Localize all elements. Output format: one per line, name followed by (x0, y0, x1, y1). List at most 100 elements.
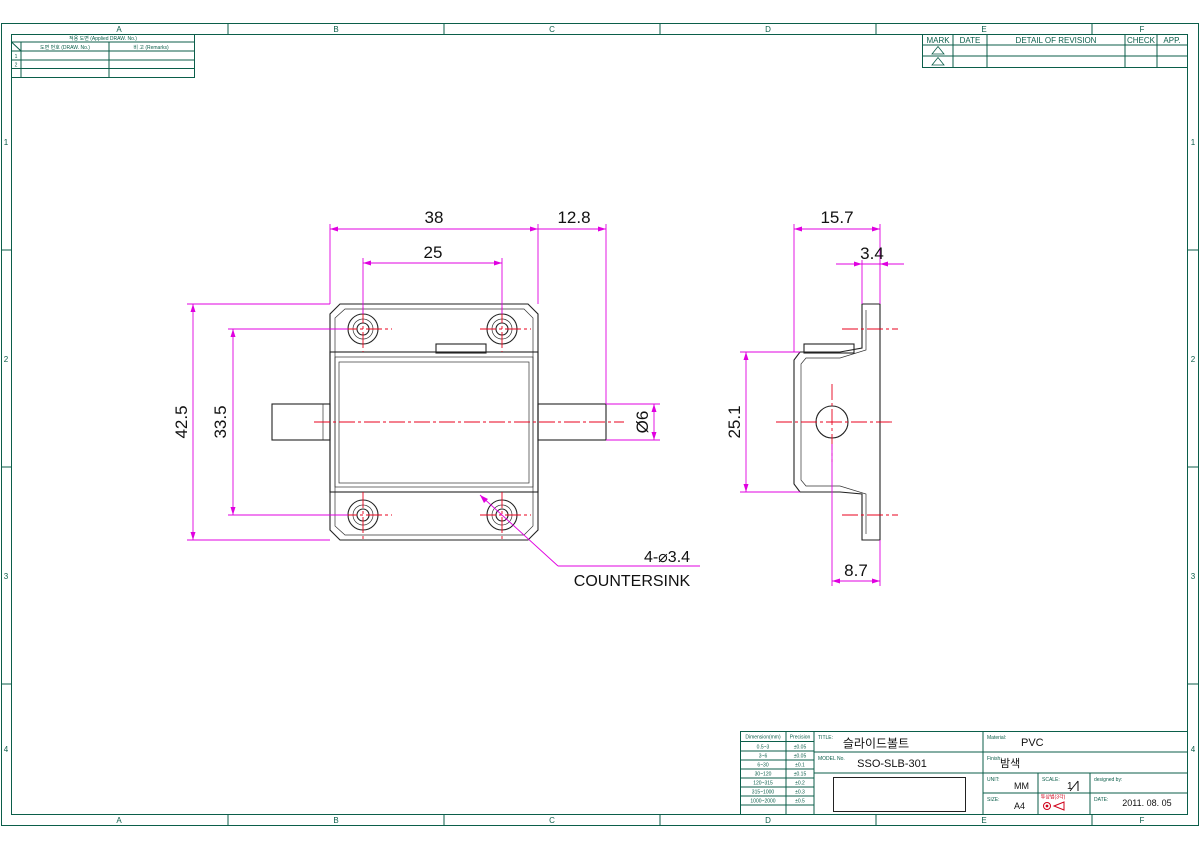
revision-triangle-icon (931, 56, 945, 66)
applied-table-row-number: 1 (15, 54, 18, 60)
tolerance-value: ±0.15 (794, 772, 807, 778)
zone-label: 1 (1191, 138, 1196, 147)
revision-header-detail: DETAIL OF REVISION (1016, 36, 1097, 45)
drawing-title: 슬라이드볼트 (843, 737, 909, 751)
countersink-callout: 4-⌀3.4 COUNTERSINK (479, 494, 700, 590)
housing-face (338, 361, 530, 484)
zone-label: 1 (4, 138, 9, 147)
dim-width-outer: 38 (425, 208, 444, 227)
applied-table-col-remarks: 비 고 (Remarks) (133, 44, 169, 51)
tolerance-value: ±0.05 (794, 745, 807, 751)
zone-label: E (981, 25, 986, 34)
scale-value: 1 (1067, 781, 1073, 792)
designed-by-label: designed by: (1094, 777, 1122, 783)
tolerance-header-dimension: Dimension(mm) (745, 735, 781, 741)
applied-table-row-number: 2 (15, 63, 18, 69)
dim-hole-pitch-x: 25 (424, 243, 443, 262)
zone-label: 4 (4, 745, 9, 754)
side-centerlines (776, 328, 898, 516)
dim-bolt-dia: Ø6 (633, 411, 652, 434)
tolerance-range: 30~120 (755, 772, 772, 778)
zone-label: A (116, 25, 122, 34)
tolerance-range: 1000~2000 (750, 799, 775, 805)
tolerance-range: 6~30 (757, 763, 768, 769)
dim-flange-to-hole: 8.7 (844, 561, 868, 580)
zone-label: 2 (1191, 355, 1196, 364)
model-label: MODEL No. (818, 756, 845, 762)
zone-labels-bottom: A B C D E F (116, 816, 1144, 825)
unit-value: MM (1014, 781, 1029, 791)
front-centerlines (314, 307, 624, 542)
tolerance-range: 3~6 (759, 754, 768, 760)
tolerance-value: ±0.05 (794, 754, 807, 760)
zone-label: F (1140, 816, 1145, 825)
revision-triangle-icon (931, 45, 945, 55)
zone-label: D (765, 25, 771, 34)
applied-table-col-drawing: 도면 번호 (DRAW. No.) (40, 44, 90, 51)
zone-label: B (333, 25, 338, 34)
revision-header-app: APP. (1163, 36, 1180, 45)
logo-box (833, 777, 966, 812)
dim-side-height: 25.1 (725, 405, 744, 438)
callout-countersink: COUNTERSINK (574, 573, 691, 590)
zone-label: B (333, 816, 338, 825)
tolerance-range: 315~1000 (752, 790, 775, 796)
callout-holes: 4-⌀3.4 (644, 549, 690, 566)
applied-table-title: 적용 도면 (Applied DRAW. No.) (69, 35, 137, 42)
drawing-frame (1, 23, 1199, 826)
zone-label: 3 (4, 572, 9, 581)
model-number: SSO-SLB-301 (857, 758, 927, 770)
finish-label: Finish: (987, 756, 1002, 762)
tolerance-value: ±0.1 (795, 763, 805, 769)
bolt-rod (537, 403, 607, 441)
front-dimensions: 38 12.8 25 42.5 33.5 Ø6 (172, 208, 660, 541)
dim-hole-pitch-y: 33.5 (211, 405, 230, 438)
tolerance-value: ±0.3 (795, 790, 805, 796)
date-value: 2011. 08. 05 (1122, 798, 1171, 808)
zone-label: F (1140, 25, 1145, 34)
zone-label: D (765, 816, 771, 825)
side-knob (803, 343, 855, 354)
title-label: TITLE: (818, 735, 833, 741)
side-dimensions: 15.7 3.4 25.1 8.7 (725, 208, 904, 586)
bolt-knob (435, 343, 487, 354)
applied-drawing-table: 적용 도면 (Applied DRAW. No.) 도면 번호 (DRAW. N… (11, 34, 195, 78)
zone-label: A (116, 816, 122, 825)
third-angle-projection-icon (1043, 801, 1065, 811)
tolerance-table: Dimension(mm) Precision 0.5~3 ±0.05 3~6 … (740, 731, 815, 815)
material-label: Material: (987, 735, 1006, 741)
finish-value: 밤색 (1000, 757, 1020, 770)
tolerance-value: ±0.2 (795, 781, 805, 787)
revision-header-mark: MARK (926, 36, 950, 45)
zone-label: 2 (4, 355, 9, 364)
tolerance-range: 120~315 (753, 781, 773, 787)
zone-label: E (981, 816, 986, 825)
size-label: SIZE: (987, 797, 1000, 803)
zone-label: 4 (1191, 745, 1196, 754)
front-view (271, 303, 624, 542)
tolerance-header-precision: Precision (790, 735, 811, 741)
dim-height-outer: 42.5 (172, 405, 191, 438)
scale-slash (1069, 780, 1079, 792)
revision-header-check: CHECK (1127, 36, 1156, 45)
size-value: A4 (1014, 801, 1025, 811)
zone-labels-left: 1 2 3 4 (4, 138, 9, 754)
zone-label: C (549, 25, 555, 34)
unit-label: UNIT: (987, 777, 1000, 783)
projection-label: 투상법(3각) (1041, 794, 1066, 801)
zone-labels-right: 1 2 3 4 (1191, 138, 1196, 754)
tolerance-value: ±0.5 (795, 799, 805, 805)
material-value: PVC (1021, 737, 1044, 749)
dim-side-depth: 15.7 (820, 208, 853, 227)
zone-labels-top: A B C D E F (116, 25, 1144, 34)
revision-header-date: DATE (960, 36, 981, 45)
zone-label: C (549, 816, 555, 825)
revision-table: MARK DATE DETAIL OF REVISION CHECK APP. (922, 34, 1188, 68)
dim-bolt-extension: 12.8 (557, 208, 590, 227)
title-block: Dimension(mm) Precision 0.5~3 ±0.05 3~6 … (740, 731, 1188, 815)
zone-label: 3 (1191, 572, 1196, 581)
dim-flange-thickness: 3.4 (860, 244, 884, 263)
tolerance-range: 0.5~3 (757, 745, 770, 751)
scale-label: SCALE: (1042, 777, 1060, 783)
